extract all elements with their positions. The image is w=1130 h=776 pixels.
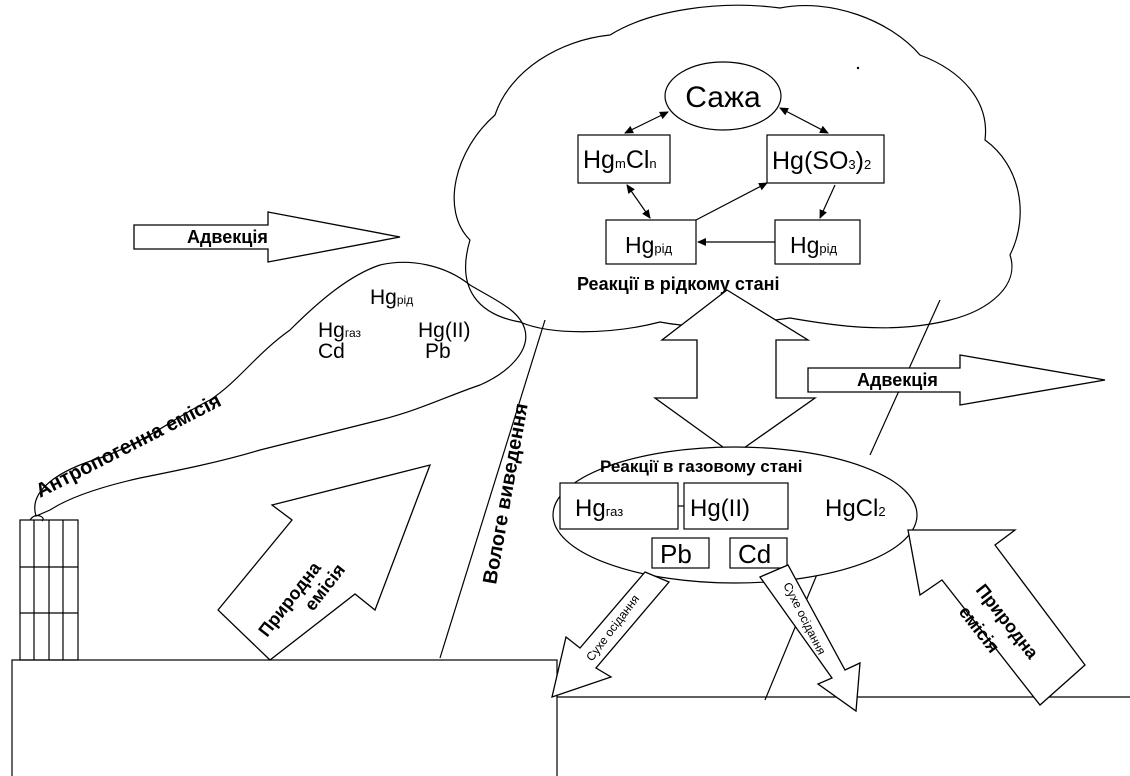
arrow-soot-hgso3 — [779, 107, 829, 134]
exchange-double-arrow — [652, 289, 818, 456]
left-hg-gas-sub: газ — [345, 326, 362, 340]
hgmcln-node: HgmCln — [577, 134, 671, 184]
hg-liq-right-main: Hg — [790, 232, 819, 258]
hgso3-node: Hg(SO3)2 — [766, 134, 885, 184]
soot-node: Сажа — [664, 61, 782, 131]
gas-cd: Cd — [738, 539, 771, 569]
gas-hgcl2-sub: 2 — [878, 504, 885, 519]
advection-arrow-left: Адвекція — [133, 211, 401, 263]
left-hg-liq-sub: рід — [397, 293, 413, 307]
hgmcln-main: Hg — [583, 146, 615, 174]
hgmcln-sub2: n — [649, 156, 656, 171]
hg-liq-left-sub: рід — [654, 241, 672, 256]
ground-block-left — [11, 659, 558, 776]
liquid-phase-cloud — [453, 4, 1021, 333]
svg-text:Hg(SO3)2: Hg(SO3)2 — [772, 147, 871, 175]
gas-hg-ii-node: Hg(II) — [683, 482, 789, 530]
left-hg-ii: Hg(II) — [418, 319, 471, 342]
cloud-dot — [856, 66, 860, 70]
svg-text:Hgрід: Hgрід — [790, 232, 838, 258]
gas-pb: Pb — [660, 539, 692, 569]
svg-text:Hgгаз: Hgгаз — [318, 319, 362, 342]
left-pb: Pb — [425, 340, 451, 363]
arrow-hgliq-hgso3 — [695, 182, 768, 221]
hgso3-sub2: 2 — [864, 157, 871, 172]
svg-text:HgCl2: HgCl2 — [825, 495, 886, 522]
wet-deposition-label: Вологе виведення — [479, 402, 532, 586]
smoke-plume-cloud — [34, 261, 527, 517]
arrow-hgmcln-hgliq — [626, 184, 651, 219]
svg-text:Hgрід: Hgрід — [625, 232, 673, 258]
arrow-soot-hgmcln — [624, 111, 669, 134]
left-hg-gas-main: Hg — [318, 319, 345, 342]
natural-emission-arrow-right: Природна емісія — [907, 529, 1086, 706]
gas-hgcl2-main: HgCl — [825, 495, 878, 522]
advection-right-label: Адвекція — [857, 370, 938, 390]
gas-hg-gas-main: Hg — [575, 495, 606, 522]
hgso3-main: Hg(SO — [772, 147, 848, 175]
hg-liq-left-main: Hg — [625, 232, 654, 258]
hgso3-sub: 3 — [848, 157, 855, 172]
arrow-hgso3-hgliq — [819, 184, 836, 219]
anthropogenic-emission-label: Антропогенна емісія — [32, 390, 225, 503]
advection-arrow-right: Адвекція — [807, 354, 1106, 406]
dry-deposition-arrow-right: Сухе осідання — [759, 564, 861, 713]
deposition-line-mid — [764, 554, 826, 701]
liquid-reactions-caption: Реакції в рідкому стані — [577, 274, 780, 294]
svg-text:HgmCln: HgmCln — [583, 146, 657, 174]
svg-text:Hgрід: Hgрід — [370, 286, 413, 309]
gas-hg-gas-sub: газ — [606, 504, 624, 519]
gas-hg-gas-node: Hgгаз — [559, 482, 679, 530]
gas-hgcl2-node: HgCl2 — [825, 495, 886, 522]
hgmcln-mid: Cl — [626, 146, 650, 174]
factory-chimneys — [19, 514, 79, 661]
gas-reactions-caption: Реакції в газовому стані — [600, 457, 802, 476]
dry-deposition-label-1: Сухе осідання — [583, 592, 642, 664]
hg-liq-right-sub: рід — [819, 241, 837, 256]
hg-liquid-node-right: Hgрід — [774, 219, 861, 265]
left-cd: Cd — [318, 340, 345, 363]
advection-left-label: Адвекція — [187, 227, 268, 247]
gas-hg-ii: Hg(II) — [690, 495, 750, 522]
hg-liquid-node-left: Hgрід — [605, 219, 697, 265]
svg-text:Hgгаз: Hgгаз — [575, 495, 623, 522]
gas-cd-node: Cd — [729, 537, 788, 569]
hgmcln-sub1: m — [615, 156, 626, 171]
natural-emission-arrow-left: Природна емісія — [217, 464, 432, 661]
gas-pb-node: Pb — [651, 537, 710, 569]
soot-label: Сажа — [685, 81, 761, 114]
hgso3-end: ) — [856, 147, 864, 175]
dry-deposition-arrow-left: Сухе осідання — [551, 571, 671, 698]
wet-deposition-line-left — [439, 319, 546, 659]
left-hg-liq-main: Hg — [370, 286, 397, 309]
